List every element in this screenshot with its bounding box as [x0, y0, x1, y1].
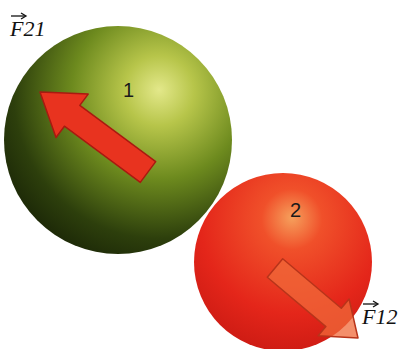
force-label: F12 — [362, 306, 397, 328]
vector-mark — [21, 13, 26, 19]
force-label: F21 — [10, 18, 45, 40]
vector-mark — [11, 15, 25, 16]
force-arrow — [40, 92, 156, 182]
force-arrow — [267, 259, 358, 338]
sphere-body — [194, 173, 372, 349]
sphere-body — [4, 26, 232, 254]
body-number: 2 — [290, 200, 301, 220]
body-number: 1 — [123, 80, 134, 100]
vector-mark — [363, 303, 377, 304]
vector-mark — [373, 301, 378, 307]
